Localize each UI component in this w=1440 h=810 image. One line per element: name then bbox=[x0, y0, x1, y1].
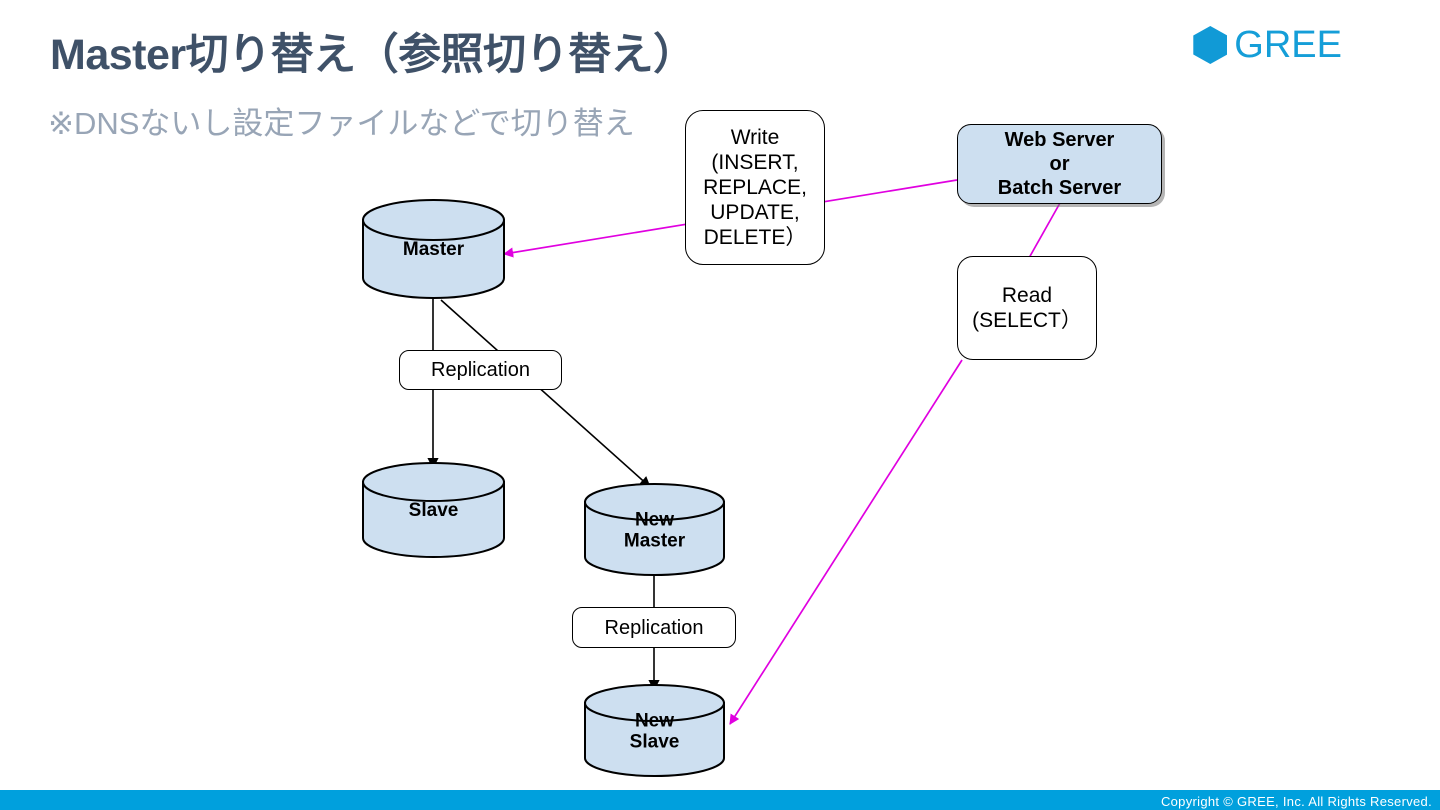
node-web-server[interactable]: Web Server or Batch Server bbox=[957, 124, 1162, 204]
node-write-operations[interactable]: Write (INSERT, REPLACE, UPDATE, DELETE） bbox=[685, 110, 825, 265]
node-slave[interactable]: Slave bbox=[361, 462, 506, 558]
node-new-master[interactable]: New Master bbox=[583, 483, 726, 576]
edge-web-server-to-read bbox=[1028, 202, 1061, 259]
node-read-operations-label: Read (SELECT） bbox=[972, 283, 1082, 332]
gree-logo: GREE bbox=[1193, 26, 1342, 64]
edge-label-replication-bottom-text: Replication bbox=[604, 616, 704, 639]
page-subtitle: ※DNSないし設定ファイルなどで切り替え bbox=[48, 106, 635, 141]
page-title: Master切り替え（参照切り替え） bbox=[50, 31, 696, 79]
edge-read-to-new-slave bbox=[729, 359, 963, 725]
edge-label-replication-top-text: Replication bbox=[431, 359, 530, 381]
footer-bar bbox=[0, 790, 1440, 810]
node-new-slave[interactable]: New Slave bbox=[583, 684, 726, 777]
node-new-slave-label: New Slave bbox=[629, 710, 680, 753]
node-web-server-label: Web Server or Batch Server bbox=[997, 129, 1122, 199]
node-write-operations-label: Write (INSERT, REPLACE, UPDATE, DELETE） bbox=[703, 125, 807, 250]
edge-label-replication-bottom[interactable]: Replication bbox=[572, 607, 736, 648]
node-slave-label: Slave bbox=[408, 499, 459, 521]
footer-copyright: Copyright © GREE, Inc. All Rights Reserv… bbox=[1160, 794, 1432, 809]
node-new-master-label: New Master bbox=[623, 509, 686, 552]
edge-label-replication-top[interactable]: Replication bbox=[399, 350, 562, 390]
gree-wordmark: GREE bbox=[1234, 24, 1342, 66]
node-master[interactable]: Master bbox=[361, 198, 506, 300]
edge-master-to-new-master bbox=[440, 299, 651, 488]
node-read-operations[interactable]: Read (SELECT） bbox=[957, 256, 1097, 360]
node-master-label: Master bbox=[402, 238, 465, 260]
